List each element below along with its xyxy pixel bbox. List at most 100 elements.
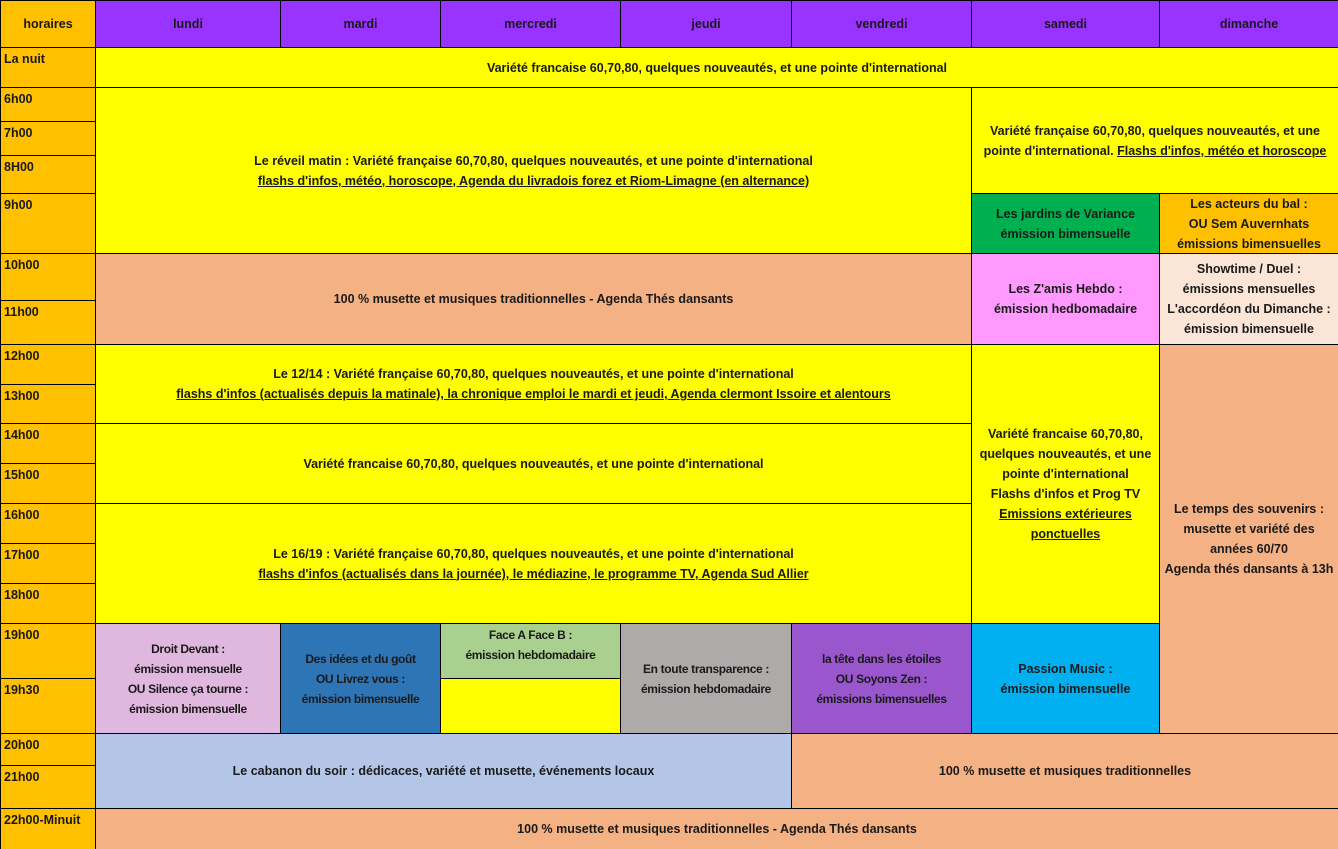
day-label: mardi [343, 17, 378, 31]
time-label: 16h00 [4, 508, 40, 522]
program-text: Variété française 60,70,80, quelques nou… [989, 123, 1320, 138]
program-line: émission mensuelle [134, 659, 242, 679]
time-slot: 19h00 [0, 623, 96, 679]
program-text: Droit Devant : [151, 641, 225, 656]
program-line: Les jardins de Variance [996, 204, 1135, 224]
time-label: 22h00-Minuit [4, 813, 81, 827]
program-line: musette et variété des [1183, 519, 1314, 539]
program-text: L'accordéon du Dimanche : [1167, 302, 1331, 316]
program-face-a-vide[interactable] [440, 678, 621, 734]
program-text: 100 % musette et musiques traditionnelle… [938, 764, 1192, 778]
program-text: OU Soyons Zen : [835, 671, 928, 686]
program-line: flashs d'infos, météo, horoscope, Agenda… [258, 171, 809, 191]
program-aprem[interactable]: Variété francaise 60,70,80, quelques nou… [95, 423, 972, 504]
program-samedi-jour[interactable]: Variété francaise 60,70,80,quelques nouv… [971, 344, 1160, 624]
time-label: 9h00 [4, 198, 33, 212]
program-text: Les jardins de Variance [996, 206, 1135, 221]
program-line: années 60/70 [1210, 539, 1288, 559]
program-line: Face A Face B : [489, 625, 573, 645]
program-line: flashs d'infos (actualisés depuis la mat… [176, 384, 891, 404]
program-text: Les Z'amis Hebdo : [1008, 282, 1123, 296]
time-slot: 12h00 [0, 344, 96, 385]
program-reveil[interactable]: Le réveil matin : Variété française 60,7… [95, 87, 972, 254]
time-label: 18h00 [4, 588, 40, 602]
time-label: 13h00 [4, 389, 40, 403]
time-label: 20h00 [4, 738, 40, 752]
program-line: OU Soyons Zen : [835, 669, 928, 689]
time-slot: 13h00 [0, 384, 96, 424]
time-slot: 22h00-Minuit [0, 808, 96, 849]
program-nuit-fin[interactable]: 100 % musette et musiques traditionnelle… [95, 808, 1338, 849]
program-text: Agenda thés dansants à 13h [1164, 562, 1334, 576]
time-label: 12h00 [4, 349, 40, 363]
program-nuit[interactable]: Variété francaise 60,70,80, quelques nou… [95, 47, 1338, 88]
program-passion[interactable]: Passion Music : émission bimensuelle [971, 623, 1160, 734]
program-face-a[interactable]: Face A Face B : émission hebdomadaire [440, 623, 621, 679]
program-musette-matin[interactable]: 100 % musette et musiques traditionnelle… [95, 253, 972, 345]
day-label: lundi [173, 17, 203, 31]
program-cabanon[interactable]: Le cabanon du soir : dédicaces, variété … [95, 733, 792, 809]
header-day-vendredi: vendredi [791, 0, 972, 48]
program-text: Passion Music : [1018, 661, 1113, 676]
program-line: En toute transparence : [643, 659, 769, 679]
program-line: émissions bimensuelles [1177, 234, 1321, 254]
program-text: 100 % musette et musiques traditionnelle… [517, 822, 917, 836]
time-slot: 16h00 [0, 503, 96, 544]
program-text: Emissions extérieures [999, 507, 1132, 521]
program-line: Passion Music : [1018, 659, 1112, 679]
program-we-matin[interactable]: Variété française 60,70,80, quelques nou… [971, 87, 1338, 194]
program-line: Le réveil matin : Variété française 60,7… [254, 151, 813, 171]
program-line: émission hebdomadaire [641, 679, 771, 699]
program-text: émission mensuelle [134, 661, 242, 676]
program-line: Variété francaise 60,70,80, [988, 424, 1143, 444]
program-line: Droit Devant : [151, 639, 225, 659]
program-line: Flashs d'infos et Prog TV [991, 484, 1141, 504]
program-line: L'accordéon du Dimanche : [1167, 299, 1330, 319]
program-text: émission bimensuelle [1000, 681, 1131, 696]
program-line: 100 % musette et musiques traditionnelle… [334, 289, 734, 309]
program-zamis[interactable]: Les Z'amis Hebdo :émission hedbomadaire [971, 253, 1160, 345]
program-line: émission hebdomadaire [465, 645, 595, 665]
time-label: La nuit [4, 52, 45, 66]
header-day-mercredi: mercredi [440, 0, 621, 48]
time-slot: 14h00 [0, 423, 96, 464]
program-text: Showtime / Duel : [1196, 262, 1302, 276]
header-horaires: horaires [0, 0, 96, 48]
program-midi[interactable]: Le 12/14 : Variété française 60,70,80, q… [95, 344, 972, 424]
program-text: ponctuelles [1030, 527, 1101, 541]
time-slot: 10h00 [0, 253, 96, 301]
time-slot: 9h00 [0, 193, 96, 254]
program-text: En toute transparence : [643, 661, 769, 676]
program-text: Le réveil matin : Variété française 60,7… [254, 153, 813, 168]
program-line: Showtime / Duel : [1197, 259, 1301, 279]
program-transparence[interactable]: En toute transparence : émission hebdomad… [620, 623, 792, 734]
program-text: Variété francaise 60,70,80, [988, 427, 1143, 441]
program-musette-soir[interactable]: 100 % musette et musiques traditionnelle… [791, 733, 1338, 809]
time-slot: 18h00 [0, 583, 96, 624]
time-slot: 6h00 [0, 87, 96, 122]
time-label: 19h00 [4, 628, 40, 642]
program-line: 100 % musette et musiques traditionnelle… [939, 761, 1191, 781]
program-text: émission hebdomadaire [465, 648, 596, 662]
program-text: Variété francaise 60,70,80, quelques nou… [303, 456, 764, 471]
program-souvenirs[interactable]: Le temps des souvenirs : musette et varié… [1159, 344, 1338, 734]
program-text: 100 % musette et musiques traditionnelle… [333, 292, 734, 306]
program-text: la tête dans les étoiles [822, 651, 941, 666]
program-text: Le temps des souvenirs : [1173, 502, 1325, 516]
program-text: flashs d'infos, météo, horoscope, Agenda… [257, 173, 810, 188]
program-line: émission bimensuelle [1001, 679, 1131, 699]
program-line: Les Z'amis Hebdo : [1008, 279, 1122, 299]
time-slot: 8H00 [0, 155, 96, 194]
time-label: 7h00 [4, 126, 33, 140]
program-line: Agenda thés dansants à 13h [1165, 559, 1334, 579]
program-text: émissions bimensuelles [1177, 236, 1321, 251]
header-day-lundi: lundi [95, 0, 281, 48]
program-soir[interactable]: Le 16/19 : Variété française 60,70,80, q… [95, 503, 972, 624]
day-label: mercredi [504, 17, 557, 31]
